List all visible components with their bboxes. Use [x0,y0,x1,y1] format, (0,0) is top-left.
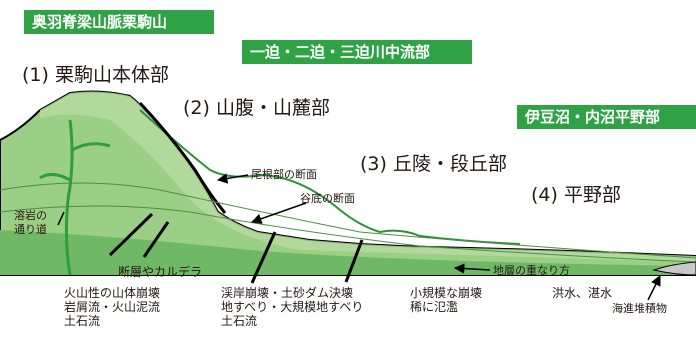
lava-path [39,119,111,276]
lava-path-label-line1: 溶岩の [14,208,47,222]
lava-path-arrow [57,211,65,226]
terrain-lower-band [0,230,696,275]
hazard-caption-zone3-line1: 小規模な崩壊 [410,286,483,300]
region-badge-kurikoma: 奥羽脊梁山脈栗駒山 [24,10,214,34]
hazard-caption-zone4: 洪水、湛水 [552,286,613,300]
terrain-upper-band [40,91,696,262]
region-badge-midstream: 一迫・二迫・三迫川中流部 [242,40,472,64]
hazard-caption-zone1-line3: 土石流 [64,314,101,328]
hazard-caption-zone2-line2: 地すべり・大規模地すべり [221,300,364,314]
stratum-arrow [453,263,491,274]
lava-path-label-line2: 通り道 [14,222,47,236]
region-badge-izunuma: 伊豆沼・内沼平野部 [517,105,696,129]
ridge-section-arrow [216,173,249,184]
stratum-line-2 [0,205,696,263]
valley-section-label: 谷底の断面 [300,191,355,205]
zone-heading-hills-terraces: (3) 丘陵・段丘部 [360,153,507,175]
valley-section-arrow [251,202,307,224]
hazard-caption-zone3-line2: 稀に氾濫 [410,300,459,314]
stratum-overlap-label: 地層の重なり方 [493,263,570,277]
zone-heading-plain: (4) 平野部 [531,184,621,206]
fault-caldera-label: 断層やカルデラ [118,264,202,279]
ridge-section-label: 尾根部の断面 [251,167,317,181]
coastal-deposit [652,261,696,276]
ridge-profile-line [139,109,521,245]
hazard-caption-zone2-line1: 渓岸崩壊・土砂ダム決壊 [221,286,354,300]
hazard-caption-zone1-line2: 岩屑流・火山泥流 [64,300,161,314]
hazard-caption-zone1-line1: 火山性の山体崩壊 [64,286,161,300]
stratum-line-1 [0,182,696,259]
fault-arrow-1 [108,212,154,257]
fault-arrow-2 [142,221,170,258]
valley-wall-line [138,101,227,214]
hazard-pointer-zone2 [250,231,277,284]
coastal-deposit-caption: 海進堆積物 [612,302,667,315]
hazard-caption-zone2-line3: 土石流 [221,314,258,328]
zone-heading-hillside: (2) 山腹・山麓部 [183,97,330,119]
hazard-pointer-zone3 [344,239,364,283]
zone-heading-mountain-body: (1) 栗駒山本体部 [22,64,169,86]
coastal-deposit-arrow [647,275,661,301]
